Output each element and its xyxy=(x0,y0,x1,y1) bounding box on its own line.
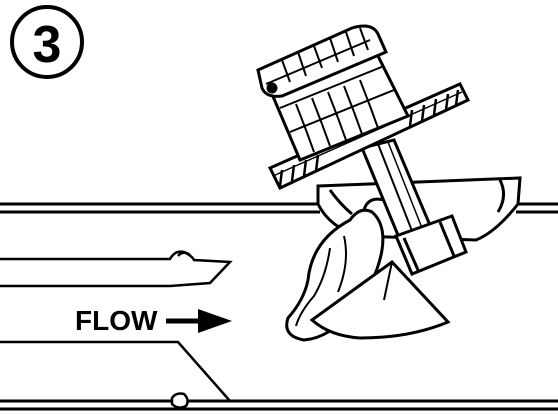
pipe-top-wall xyxy=(0,202,558,214)
pipe-bottom-wall xyxy=(0,399,558,411)
flow-arrow-icon xyxy=(166,309,232,333)
pipe-cutaway-upper xyxy=(0,250,233,288)
flow-indicator: FLOW xyxy=(75,305,232,336)
stem-clamp xyxy=(394,214,468,276)
pipe-cutaway-lower xyxy=(0,340,231,409)
flow-label: FLOW xyxy=(75,305,158,336)
step-number: 3 xyxy=(33,16,62,74)
step-badge: 3 xyxy=(10,5,84,79)
paddle-sector xyxy=(309,260,451,340)
housing-cap xyxy=(256,24,388,98)
